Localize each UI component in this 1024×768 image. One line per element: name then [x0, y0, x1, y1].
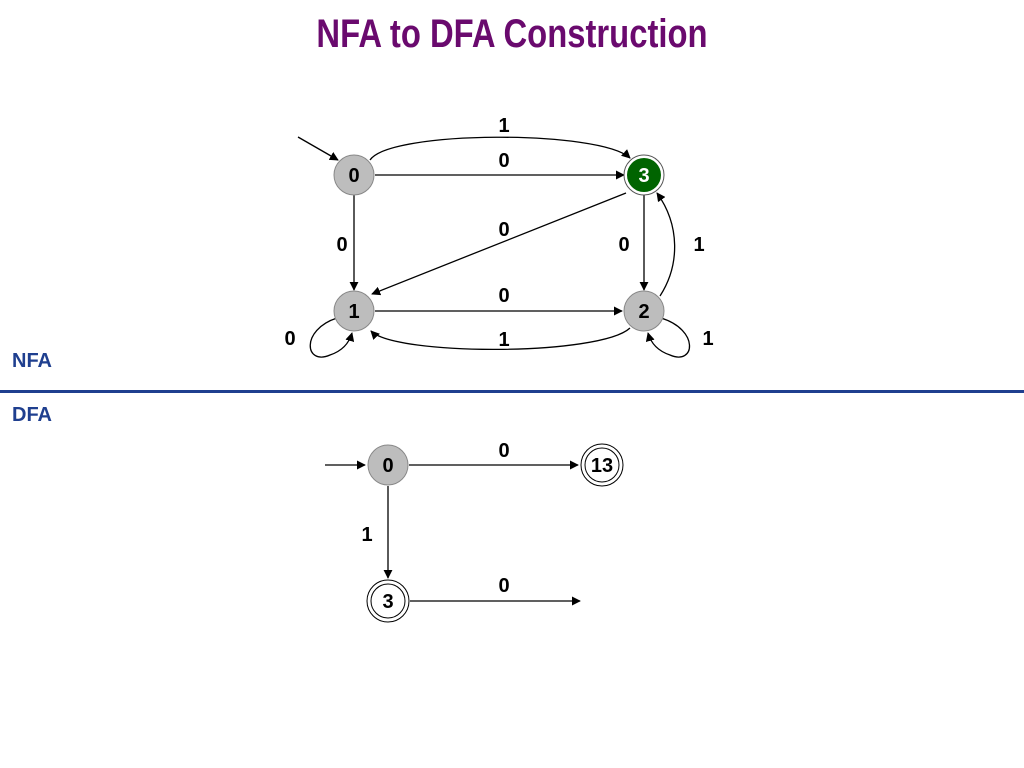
dfa-edge-label: 0 — [498, 440, 509, 462]
nfa-edge-2-1 — [370, 327, 631, 351]
nfa-edge-3-1 — [371, 192, 627, 296]
dfa-state-label: 13 — [591, 455, 613, 477]
nfa-self-loop-1 — [309, 317, 355, 358]
nfa-state-1: 1 — [333, 290, 375, 332]
page-title: NFA to DFA Construction — [316, 12, 708, 56]
nfa-edge-label: 1 — [702, 328, 713, 350]
nfa-state-label: 2 — [638, 301, 649, 323]
nfa-state-label: 1 — [348, 301, 359, 323]
nfa-edge-label: 0 — [336, 234, 347, 256]
dfa-edge-label: 0 — [498, 575, 509, 597]
nfa-edge-label: 0 — [498, 150, 509, 172]
dfa-edge-label: 1 — [361, 524, 372, 546]
nfa-state-0: 0 — [333, 154, 375, 196]
nfa-self-loop-2 — [645, 317, 691, 358]
nfa-edge-label: 0 — [618, 234, 629, 256]
nfa-edge-0-3-label-1 — [369, 136, 631, 161]
dfa-state-label: 3 — [382, 591, 393, 613]
section-divider — [0, 390, 1024, 393]
nfa-edge-2-3 — [656, 192, 676, 297]
nfa-edge-label: 0 — [284, 328, 295, 350]
dfa-section-label: DFA — [12, 404, 52, 426]
nfa-state-label: 3 — [638, 165, 649, 187]
nfa-edge-label: 1 — [498, 329, 509, 351]
nfa-edge-label: 1 — [693, 234, 704, 256]
dfa-state-3: 3 — [366, 579, 410, 623]
dfa-diagram: 0 1 0 0 13 3 — [325, 440, 624, 623]
nfa-state-label: 0 — [348, 165, 359, 187]
dfa-state-13: 13 — [580, 443, 624, 487]
nfa-state-2: 2 — [623, 290, 665, 332]
nfa-edge-label: 0 — [498, 219, 509, 241]
dfa-state-label: 0 — [382, 455, 393, 477]
nfa-edge-label: 1 — [498, 115, 509, 137]
nfa-section-label: NFA — [12, 350, 52, 372]
nfa-diagram: 1 0 0 0 0 1 0 1 0 1 0 1 2 3 — [284, 115, 714, 358]
nfa-start-arrow — [297, 136, 339, 161]
dfa-state-0: 0 — [367, 444, 409, 486]
nfa-state-3: 3 — [623, 154, 665, 196]
nfa-edge-label: 0 — [498, 285, 509, 307]
